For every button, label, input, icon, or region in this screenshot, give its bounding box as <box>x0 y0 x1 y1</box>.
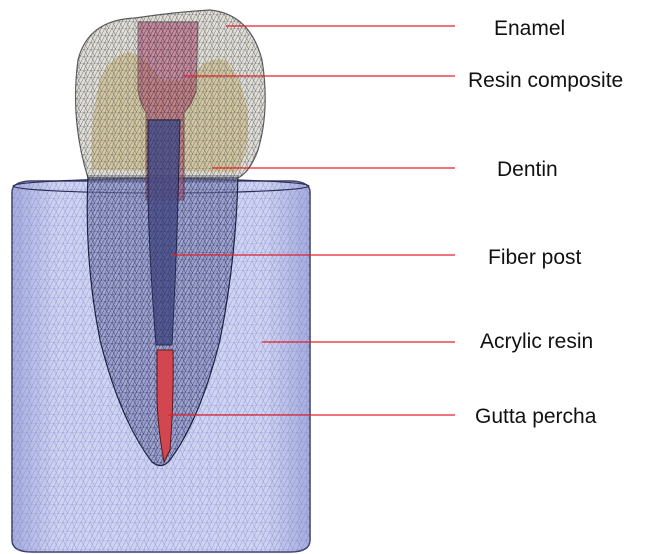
labels: Enamel Resin composite Dentin Fiber post… <box>468 17 623 428</box>
label-dentin: Dentin <box>497 158 558 181</box>
label-acrylic-resin: Acrylic resin <box>480 330 593 353</box>
label-gutta-percha: Gutta percha <box>475 405 597 428</box>
label-enamel: Enamel <box>494 17 565 40</box>
label-fiber-post: Fiber post <box>488 246 582 269</box>
label-resin-composite: Resin composite <box>468 69 623 92</box>
